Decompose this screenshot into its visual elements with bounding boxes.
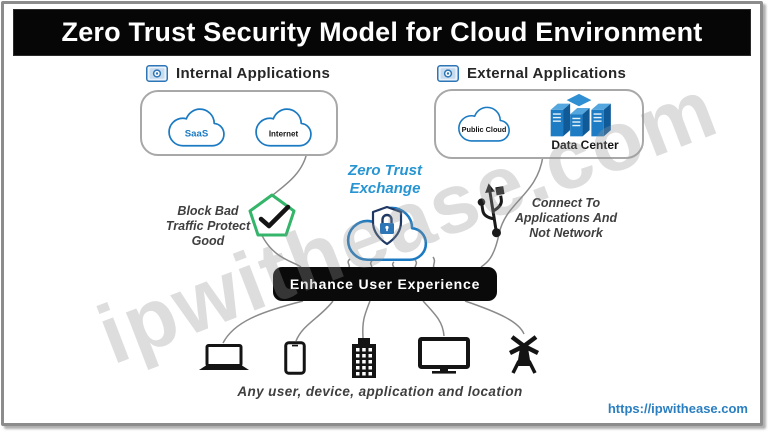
desktop-monitor-icon <box>418 337 470 374</box>
enhance-user-experience-label: Enhance User Experience <box>289 276 481 292</box>
devices-caption: Any user, device, application and locati… <box>237 384 523 399</box>
external-apps-label: External Applications <box>467 65 627 82</box>
pentagon-checkmark-icon <box>248 193 296 237</box>
enhance-user-experience-box: Enhance User Experience <box>273 267 497 301</box>
saas-cloud-icon: SaaS <box>168 108 225 147</box>
usb-connector-icon <box>477 183 505 238</box>
public-cloud-label: Public Cloud <box>462 125 507 134</box>
shield-lock-icon <box>371 206 403 246</box>
internet-cloud-icon: Internet <box>255 108 312 147</box>
block-bad-traffic-note: Block Bad Traffic Protect Good <box>165 204 251 248</box>
datacenter-label: Data Center <box>551 138 619 152</box>
internet-cloud-label: Internet <box>269 130 299 139</box>
app-window-gear-icon <box>437 65 459 82</box>
laptop-icon <box>199 344 249 370</box>
smartphone-icon <box>284 341 306 375</box>
page-title: Zero Trust Security Model for Cloud Envi… <box>61 17 703 47</box>
public-cloud-icon: Public Cloud <box>458 106 510 142</box>
windmill-icon <box>508 335 540 374</box>
app-window-gear-icon <box>146 65 168 82</box>
office-building-icon <box>352 338 376 378</box>
title-bar: Zero Trust Security Model for Cloud Envi… <box>13 9 751 56</box>
datacenter-servers-icon <box>550 93 611 137</box>
internal-apps-label: Internal Applications <box>176 65 331 82</box>
zero-trust-exchange-label: Zero Trust Exchange <box>348 162 422 197</box>
saas-cloud-label: SaaS <box>185 129 209 140</box>
internal-apps-header: Internal Applications <box>146 65 330 82</box>
connect-to-apps-note: Connect To Applications And Not Network <box>514 196 618 240</box>
website-url-link[interactable]: https://ipwithease.com <box>607 401 748 416</box>
external-apps-header: External Applications <box>437 65 626 82</box>
